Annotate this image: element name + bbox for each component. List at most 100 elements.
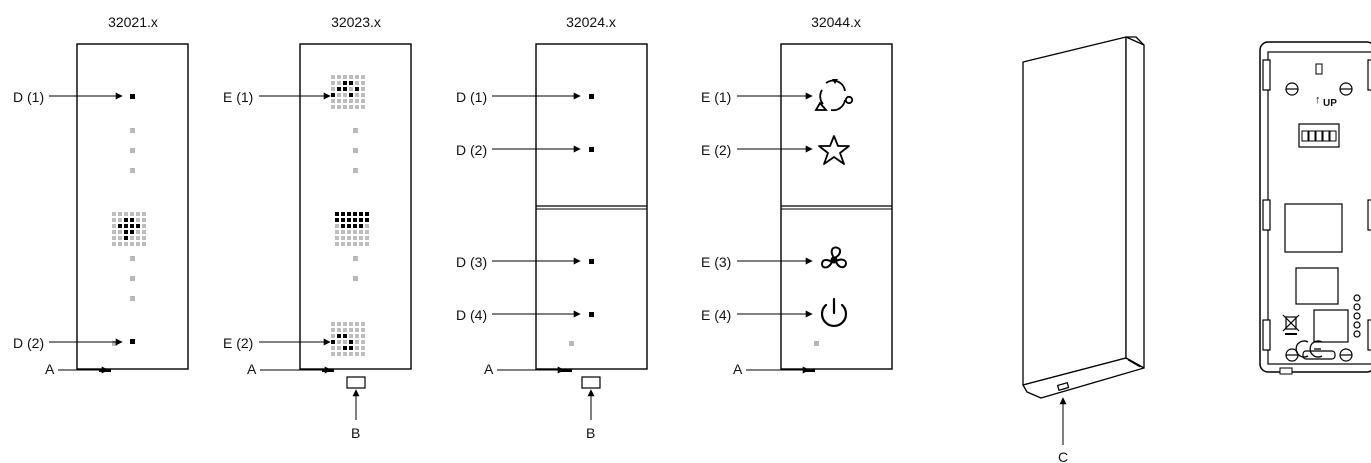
sensor-window [581, 376, 601, 389]
led-pixel [337, 81, 341, 85]
led-pixel [130, 224, 134, 228]
up-marking-label: UP [1323, 98, 1337, 109]
led-pixel [112, 212, 116, 216]
led-pixel [355, 87, 359, 91]
led-pixel [365, 236, 369, 240]
led-pixel [359, 236, 363, 240]
led-pixel [341, 212, 345, 216]
led-pixel [112, 230, 116, 234]
callout-label: D (4) [456, 307, 487, 323]
led-pixel [349, 81, 353, 85]
led-pixel [341, 224, 345, 228]
led-pixel [118, 224, 122, 228]
led-matrix-center [335, 212, 369, 246]
led-pixel [365, 218, 369, 222]
led-pixel [347, 230, 351, 234]
led-pixel [331, 99, 335, 103]
led-pixel [355, 93, 359, 97]
led-pixel [331, 346, 335, 350]
power-icon [820, 297, 848, 327]
led-pixel [359, 212, 363, 216]
callout-label: D (1) [13, 89, 44, 105]
led-pixel [355, 328, 359, 332]
led-pixel [331, 105, 335, 109]
led-pixel [343, 328, 347, 332]
led-matrix-center [112, 212, 146, 246]
connector-pins [1353, 294, 1361, 338]
top-latch [1315, 63, 1323, 75]
led-pixel [130, 236, 134, 240]
screw-icons-top [1285, 82, 1353, 96]
led-pixel [130, 242, 134, 246]
led-pixel [335, 212, 339, 216]
led-pixel [347, 212, 351, 216]
led-pixel [361, 87, 365, 91]
led-pixel [355, 352, 359, 356]
led-pixel [361, 334, 365, 338]
led-pixel [136, 230, 140, 234]
led-pixel [142, 242, 146, 246]
led-pixel [337, 93, 341, 97]
led-pixel [343, 99, 347, 103]
led-pixel [142, 212, 146, 216]
led-column-upper [130, 128, 135, 173]
led-pixel [343, 81, 347, 85]
led-pixel [337, 334, 341, 338]
led-matrix-bottom [331, 322, 365, 356]
side-front-face [1022, 36, 1127, 386]
model-code-32044: 32044.x [811, 14, 861, 30]
module-window-lower [1295, 267, 1339, 305]
scene-icon [814, 79, 854, 112]
device-32023: 32023.x E (1) E (2) A B [223, 14, 412, 441]
led-matrix-top [331, 75, 365, 109]
led-pixel [341, 218, 345, 222]
led-pixel [355, 334, 359, 338]
led-pixel [353, 212, 357, 216]
led-pixel [349, 334, 353, 338]
led-pixel [130, 218, 134, 222]
led-column-lower [353, 256, 358, 281]
led-pixel [335, 224, 339, 228]
led-pixel [112, 236, 116, 240]
led-pixel [331, 340, 335, 344]
device-back-view: ↑ UP [1259, 41, 1371, 375]
led-pixel [124, 242, 128, 246]
led-pixel [331, 75, 335, 79]
callout-label: C [1058, 449, 1068, 463]
led-pixel [331, 81, 335, 85]
callout-label: B [586, 425, 595, 441]
led-pixel [353, 230, 357, 234]
status-led [112, 341, 117, 346]
led-pixel [136, 212, 140, 216]
led-pixel [361, 81, 365, 85]
ce-mark-icon [1295, 340, 1323, 358]
led-pixel [361, 93, 365, 97]
led-pixel [349, 99, 353, 103]
led-pixel [347, 242, 351, 246]
led-dot [589, 147, 594, 152]
led-pixel [349, 340, 353, 344]
led-pixel [355, 99, 359, 103]
model-code-32023: 32023.x [331, 14, 381, 30]
callout-label: D (2) [456, 142, 487, 158]
led-pixel [331, 334, 335, 338]
led-pixel [124, 236, 128, 240]
led-pixel [118, 230, 122, 234]
led-pixel [349, 322, 353, 326]
led-pixel [142, 230, 146, 234]
led-pixel [361, 346, 365, 350]
led-pixel [337, 87, 341, 91]
led-pixel [349, 346, 353, 350]
led-pixel [136, 224, 140, 228]
led-pixel [349, 75, 353, 79]
led-pixel [118, 242, 122, 246]
led-pixel [343, 93, 347, 97]
led-pixel [359, 230, 363, 234]
led-pixel [359, 224, 363, 228]
led-pixel [347, 224, 351, 228]
led-pixel [355, 346, 359, 350]
led-pixel [349, 352, 353, 356]
led-pixel [355, 340, 359, 344]
led-pixel [343, 75, 347, 79]
callout-label: D (2) [13, 335, 44, 351]
